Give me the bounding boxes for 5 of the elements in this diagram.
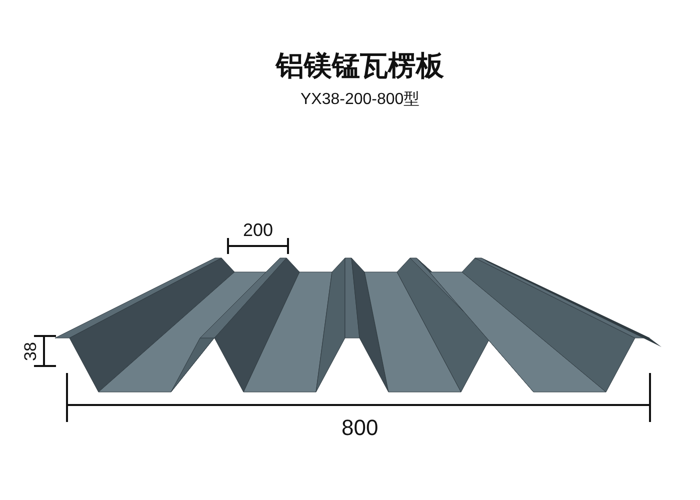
dimension-label: 200 (243, 221, 274, 239)
model-label: YX38-200-800型 (300, 92, 420, 108)
dimension-label: 38 (21, 342, 38, 360)
dimension-label: 800 (342, 417, 378, 439)
title: 铝镁锰瓦楞板 (276, 52, 444, 80)
